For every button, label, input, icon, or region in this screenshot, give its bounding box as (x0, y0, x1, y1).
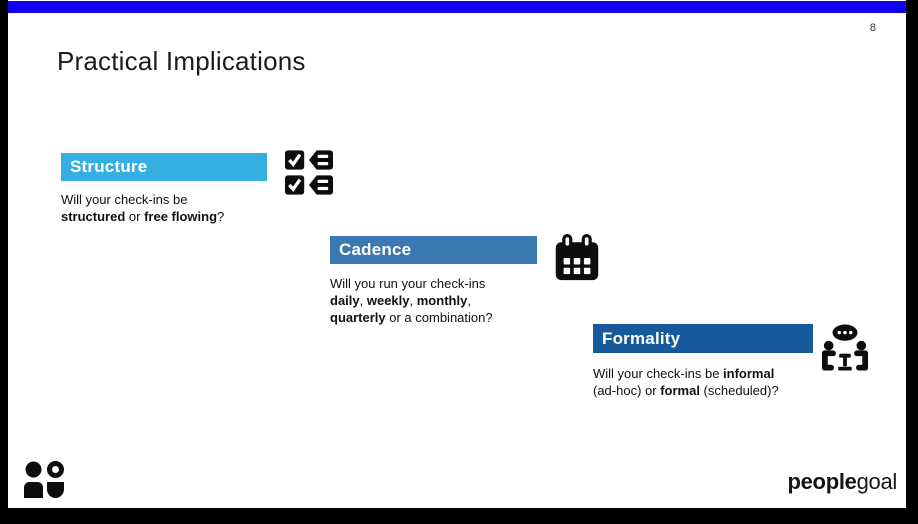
cadence-header-bar: Cadence (330, 236, 537, 264)
peoplegoal-mark-icon (24, 461, 66, 504)
checklist-icon (285, 150, 333, 195)
cadence-header-label: Cadence (339, 240, 412, 259)
peoplegoal-logo-bold: people (787, 469, 857, 494)
formality-header-bar: Formality (593, 324, 813, 353)
meeting-icon (820, 324, 870, 372)
page-number: 8 (869, 22, 876, 34)
peoplegoal-logo: peoplegoal (787, 469, 897, 495)
peoplegoal-logo-light: goal (856, 469, 898, 494)
formality-header-label: Formality (602, 328, 681, 348)
structure-header-label: Structure (70, 157, 148, 176)
formality-description: Will your check-ins be informal(ad-hoc) … (593, 366, 779, 398)
calendar-icon (552, 234, 602, 282)
accent-bar (8, 1, 906, 13)
structure-header-bar: Structure (61, 153, 267, 181)
page-title: Practical Implications (57, 46, 306, 76)
slide-frame: 8 Practical Implications Structure Will … (8, 0, 906, 508)
